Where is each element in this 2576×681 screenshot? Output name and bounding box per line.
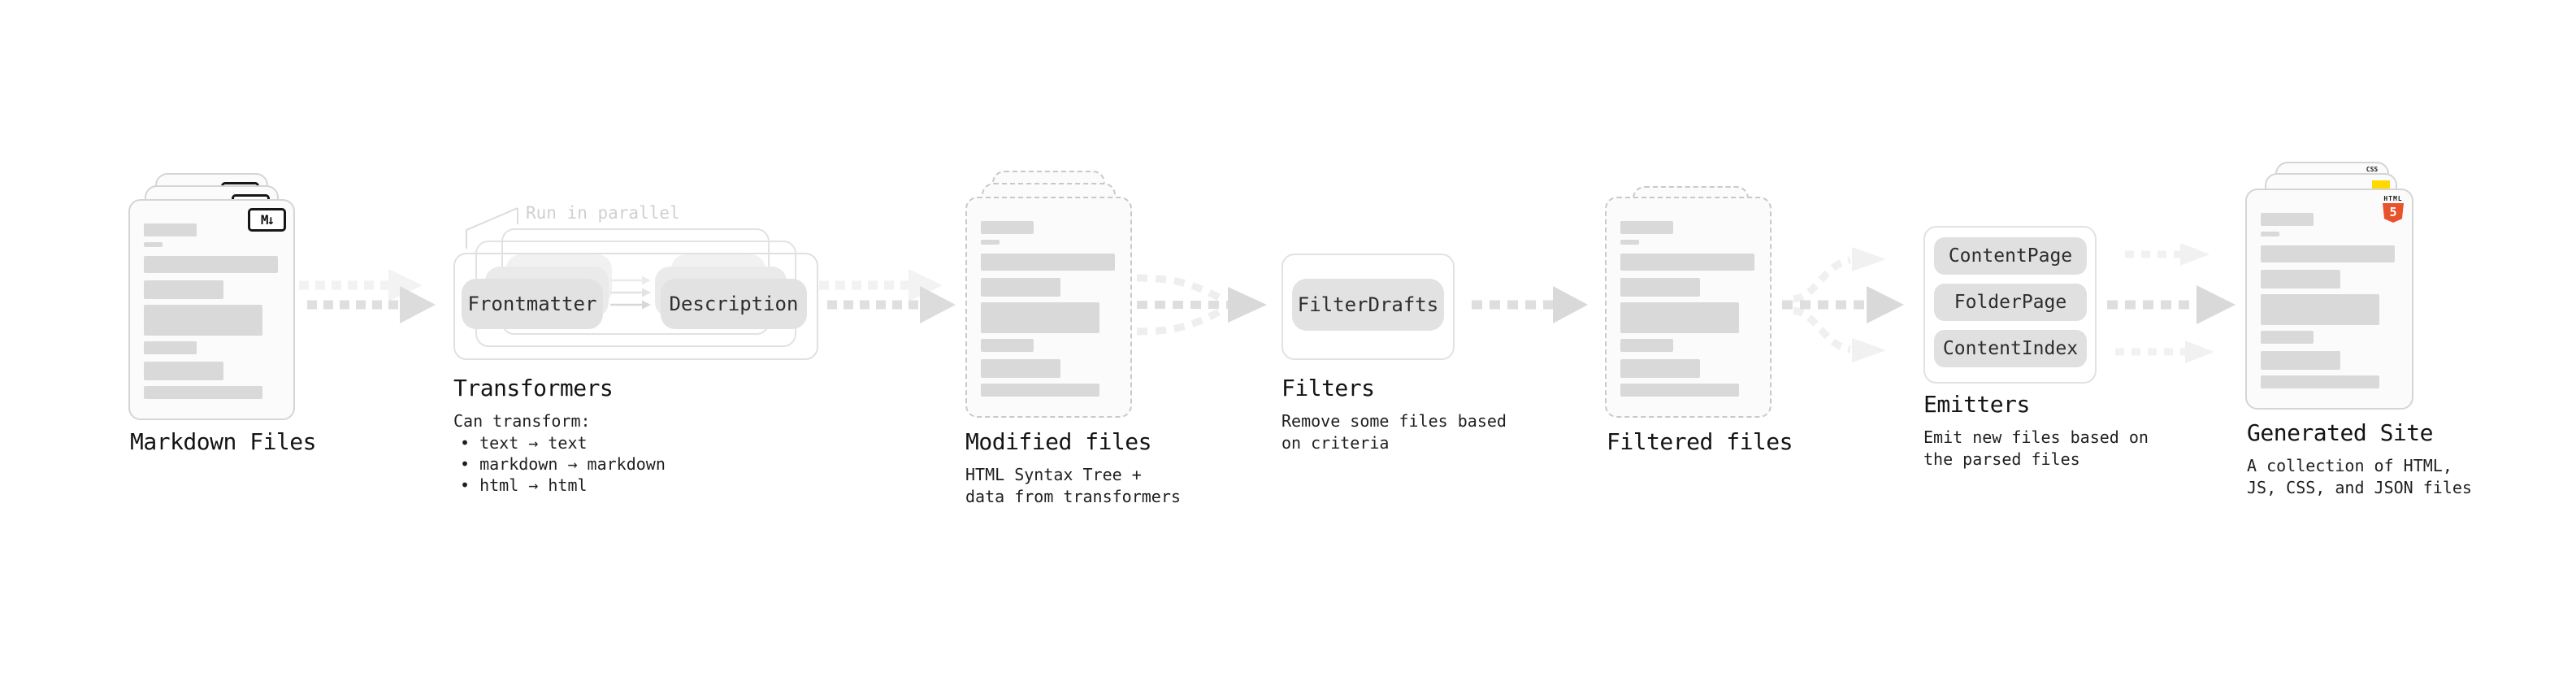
document-placeholder-lines	[2261, 213, 2402, 392]
flow-arrows-emitters-to-site	[2107, 243, 2236, 363]
document-placeholder-lines	[981, 221, 1121, 400]
document-placeholder-lines	[144, 223, 284, 402]
emitters-frame	[1923, 226, 2097, 384]
markdown-icon: M↓	[248, 208, 286, 232]
list-item: • markdown → markdown	[460, 454, 666, 474]
list-item: • html → html	[460, 475, 588, 495]
modified-file-card-front	[965, 197, 1132, 418]
frontmatter-pill: Frontmatter	[462, 279, 603, 329]
description-pill: Description	[661, 279, 807, 329]
stage-title-markdown-files: Markdown Files	[130, 428, 317, 455]
transformers-subtitle-heading: Can transform:	[453, 411, 591, 431]
contentindex-pill: ContentIndex	[1934, 330, 2087, 367]
list-item: • text → text	[460, 433, 588, 453]
stage-title-emitters: Emitters	[1923, 391, 2030, 418]
folderpage-pill: FolderPage	[1934, 284, 2087, 321]
parallel-arrows-icon	[610, 275, 651, 310]
generated-site-subtitle: A collection of HTML, JS, CSS, and JSON …	[2247, 456, 2472, 497]
filterdrafts-pill: FilterDrafts	[1292, 279, 1444, 331]
site-file-card-html: HTML 5	[2245, 189, 2413, 410]
filters-frame	[1281, 254, 1455, 360]
stage-title-filters: Filters	[1281, 375, 1375, 401]
emitters-subtitle: Emit new files based on the parsed files	[1923, 427, 2149, 469]
flow-arrow-transformers-to-modified	[819, 269, 956, 323]
contentpage-pill: ContentPage	[1934, 237, 2087, 275]
filtered-file-card-front	[1605, 197, 1772, 418]
run-in-parallel-note: Run in parallel	[526, 203, 680, 223]
markdown-file-card-front: M↓	[128, 199, 295, 420]
flow-arrow-modified-to-filters	[1136, 274, 1267, 336]
transformer-frame-front	[453, 253, 818, 360]
filters-subtitle: Remove some files based on criteria	[1281, 411, 1507, 453]
modified-files-subtitle: HTML Syntax Tree + data from transformer…	[965, 465, 1181, 506]
flow-arrow-markdown-to-transformers	[299, 269, 436, 323]
document-placeholder-lines	[1620, 221, 1760, 400]
stage-title-filtered-files: Filtered files	[1607, 428, 1793, 455]
transformers-capability-list: • text → text • markdown → markdown • ht…	[460, 432, 666, 496]
flow-arrow-filtered-to-emitters	[1782, 247, 1904, 362]
stage-title-transformers: Transformers	[453, 375, 614, 401]
stage-title-generated-site: Generated Site	[2247, 419, 2434, 446]
html5-icon: HTML 5	[2382, 195, 2405, 223]
stage-title-modified-files: Modified files	[965, 428, 1152, 455]
note-connector-line	[466, 207, 518, 249]
javascript-icon	[2372, 180, 2390, 189]
flow-arrow-filters-to-filtered	[1472, 286, 1588, 323]
